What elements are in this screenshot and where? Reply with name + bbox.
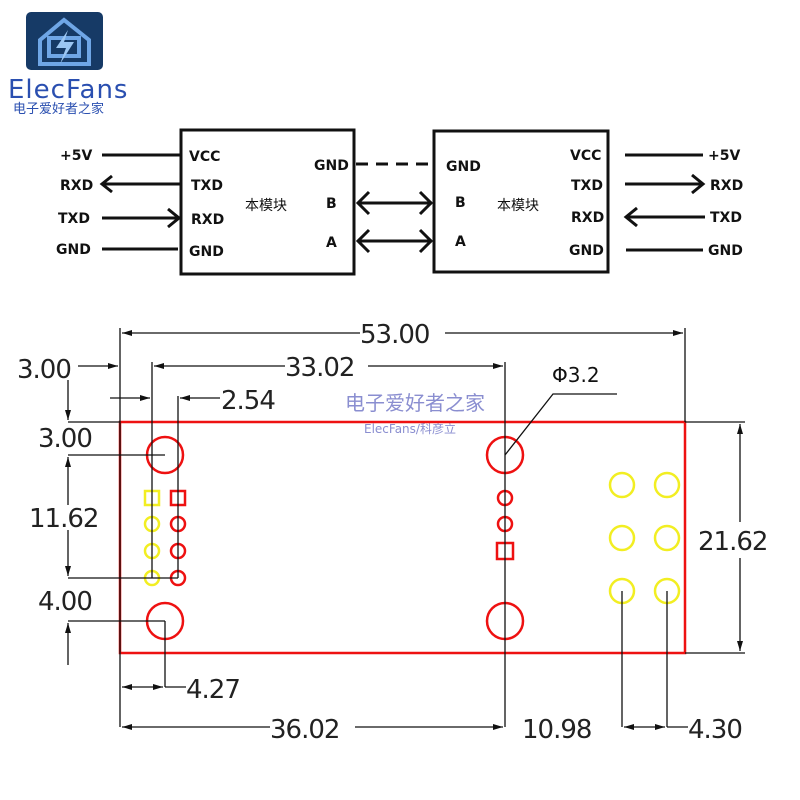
- dim-hole-x: 4.27: [186, 675, 240, 705]
- wiring-right_module-right_pins-1: TXD: [571, 178, 603, 194]
- dim-hole-spacing: 33.02: [285, 353, 354, 383]
- wiring-right_module-left_pins-1: B: [455, 195, 466, 211]
- house-icon: [38, 17, 91, 66]
- left-external-signals: +5V RXD TXD GND: [56, 148, 182, 258]
- wiring-left_module-right_pins-2: A: [326, 235, 337, 251]
- mounting-holes: [145, 435, 525, 641]
- logo-brand: ElecFans: [8, 75, 128, 105]
- wiring-right_module-right_pins-0: VCC: [570, 148, 601, 164]
- wiring-left_module-right_pins-1: B: [326, 196, 337, 212]
- watermark-line1: 电子爱好者之家: [345, 391, 485, 415]
- elecfans-logo: ElecFans 电子爱好者之家: [8, 12, 128, 117]
- wiring-right_external-2: TXD: [710, 210, 742, 226]
- watermark-line2: ElecFans/科彦立: [364, 421, 456, 436]
- wiring-right_external-3: GND: [708, 243, 743, 259]
- left-pin-header: [143, 489, 187, 587]
- wiring-left_module-title: 本模块: [245, 198, 287, 214]
- wiring-left_module-right_pins-0: GND: [314, 158, 349, 174]
- dim-hole-to-hole: 36.02: [270, 715, 339, 745]
- logo-subtitle: 电子爱好者之家: [13, 101, 104, 117]
- wiring-right_module-left_pins-2: A: [455, 234, 466, 250]
- wiring-right_external-1: RXD: [710, 178, 743, 194]
- lightning-icon: [56, 30, 74, 64]
- wiring-right_module-right_pins-3: GND: [569, 243, 604, 259]
- wiring-left_module-left_pins-2: RXD: [191, 212, 224, 228]
- right-pads: [608, 471, 681, 605]
- dim-pin-span: 11.62: [29, 504, 98, 534]
- wiring-right_external-0: +5V: [708, 148, 740, 164]
- wiring-left_external-3: GND: [56, 242, 91, 258]
- dim-height: 21.62: [698, 527, 767, 557]
- wiring-right_module-right_pins-2: RXD: [571, 210, 604, 226]
- rs485-bus: [355, 162, 434, 254]
- dim-right-pads: 10.98: [522, 715, 591, 745]
- wiring-left_module-left_pins-3: GND: [189, 244, 224, 260]
- dimension-lines: [65, 328, 745, 730]
- wiring-left_module-left_pins-1: TXD: [191, 178, 223, 194]
- watermark: 电子爱好者之家 ElecFans/科彦立: [345, 391, 485, 436]
- wiring-left_external-1: RXD: [60, 178, 93, 194]
- wiring-right_module-title: 本模块: [497, 198, 539, 214]
- dim-pin-pitch: 2.54: [221, 386, 275, 416]
- right-external-signals: +5V RXD TXD GND: [623, 148, 743, 259]
- wiring-left_module-left_pins-0: VCC: [189, 149, 220, 165]
- dim-top-offset: 3.00: [38, 424, 92, 454]
- dim-bottom-offset: 4.00: [38, 587, 92, 617]
- dim-hole-diameter: Φ3.2: [552, 363, 600, 387]
- dim-pad-pitch: 4.30: [688, 715, 742, 745]
- dimension-labels: 53.00 33.02 2.54 3.00 3.00 11.62 4.00 4.…: [17, 320, 768, 745]
- wiring-left_external-2: TXD: [58, 211, 90, 227]
- left-module: VCC TXD RXD GND GND B A 本模块: [179, 128, 356, 276]
- wiring-left_external-0: +5V: [60, 148, 92, 164]
- pcb-outline: [118, 420, 687, 655]
- dim-left-offset: 3.00: [17, 355, 71, 385]
- right-module: GND B A 本模块 VCC TXD RXD GND: [432, 129, 610, 274]
- dim-width: 53.00: [360, 320, 429, 350]
- wiring-right_module-left_pins-0: GND: [446, 159, 481, 175]
